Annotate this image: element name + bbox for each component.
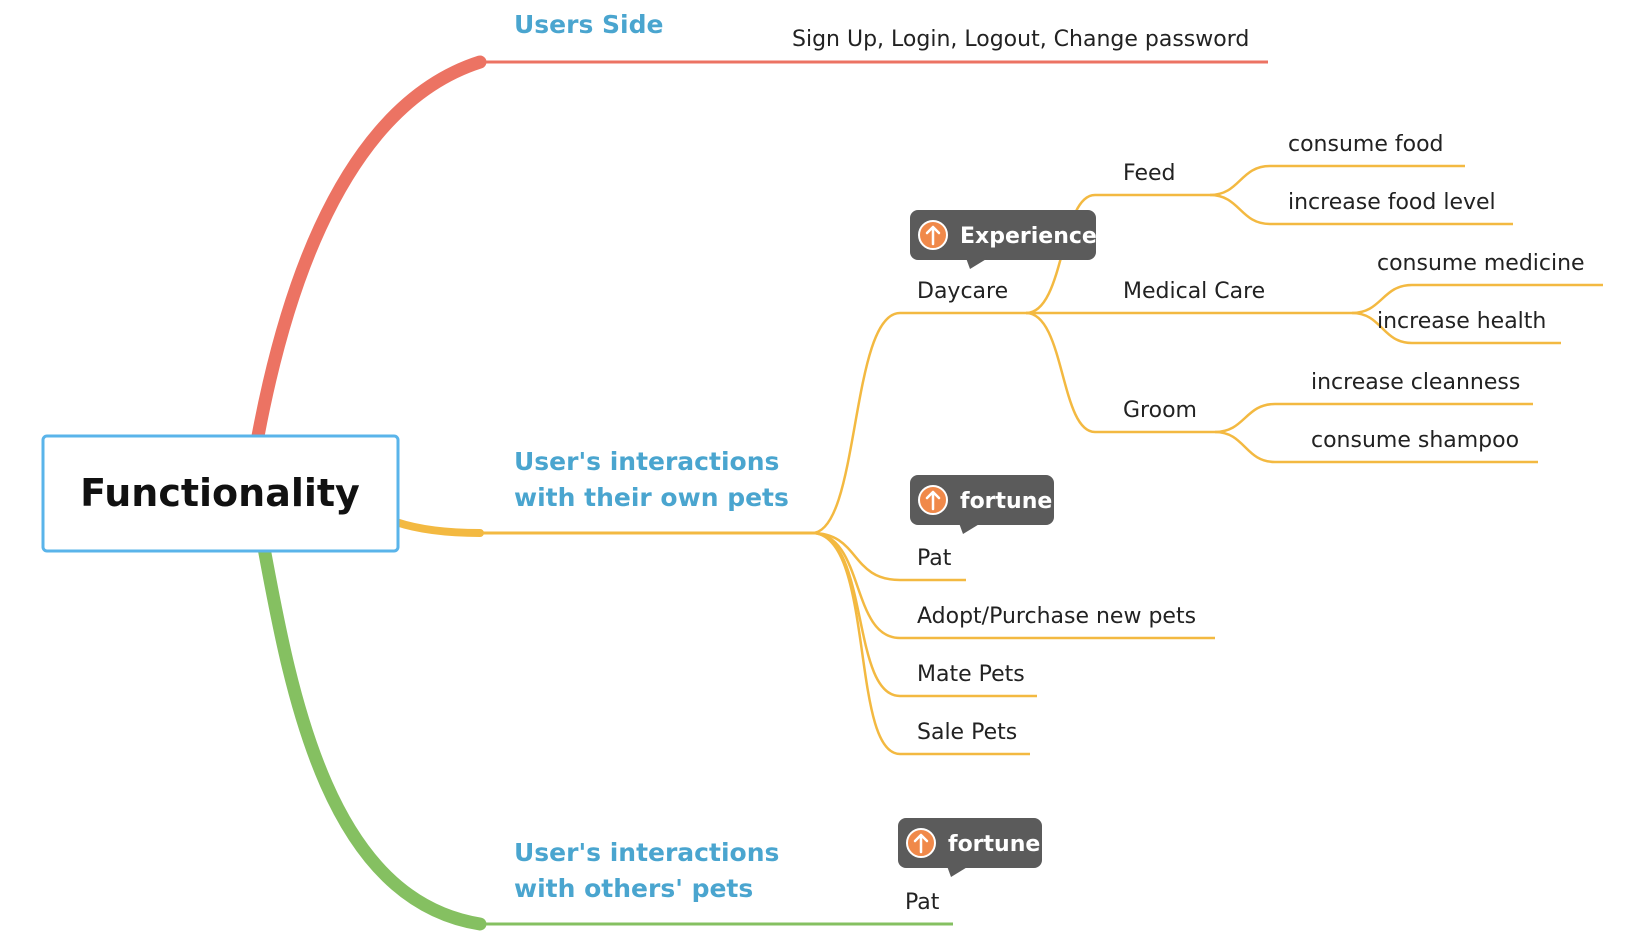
marker-others-pat-fortune: fortune xyxy=(898,818,1042,877)
leaf-increase-food-level[interactable]: increase food level xyxy=(1288,190,1496,215)
subtopic-medical-care[interactable]: Medical Care xyxy=(1123,279,1265,304)
branch-others-pets-connector xyxy=(257,541,487,931)
subtopic-mate[interactable]: Mate Pets xyxy=(917,662,1025,687)
central-topic-label: Functionality xyxy=(80,471,360,515)
branch-users-side-connector xyxy=(251,55,487,443)
marker-others-pat-label: fortune xyxy=(948,832,1040,857)
subtopic-daycare[interactable]: Daycare xyxy=(917,279,1008,304)
topic-own-pets-line2[interactable]: with their own pets xyxy=(514,483,789,512)
leaf-consume-shampoo[interactable]: consume shampoo xyxy=(1311,428,1519,453)
branch-own-pets-connector xyxy=(392,518,484,537)
subtopic-pat[interactable]: Pat xyxy=(917,546,952,571)
marker-own-pat-label: fortune xyxy=(960,489,1052,514)
leaf-consume-food[interactable]: consume food xyxy=(1288,132,1444,157)
topic-own-pets-line1[interactable]: User's interactions xyxy=(514,447,779,476)
topic-users-side[interactable]: Users Side xyxy=(514,10,663,39)
leaf-consume-medicine[interactable]: consume medicine xyxy=(1377,251,1585,276)
marker-experience-label: Experience xyxy=(960,224,1097,249)
topic-others-pets-line2[interactable]: with others' pets xyxy=(514,874,753,903)
subtopic-groom[interactable]: Groom xyxy=(1123,398,1197,423)
users-side-item-account[interactable]: Sign Up, Login, Logout, Change password xyxy=(792,27,1249,52)
leaf-increase-cleanness[interactable]: increase cleanness xyxy=(1311,370,1520,395)
marker-own-pat-fortune: fortune xyxy=(910,475,1054,534)
central-topic-box[interactable] xyxy=(41,434,400,553)
leaf-increase-health[interactable]: increase health xyxy=(1377,309,1546,334)
subtopic-sale[interactable]: Sale Pets xyxy=(917,720,1017,745)
subtopic-feed[interactable]: Feed xyxy=(1123,161,1176,186)
topic-others-pets-line1[interactable]: User's interactions xyxy=(514,838,779,867)
subtopic-others-pat[interactable]: Pat xyxy=(905,890,940,915)
subtopic-adopt[interactable]: Adopt/Purchase new pets xyxy=(917,604,1196,629)
marker-experience: Experience xyxy=(910,210,1097,269)
